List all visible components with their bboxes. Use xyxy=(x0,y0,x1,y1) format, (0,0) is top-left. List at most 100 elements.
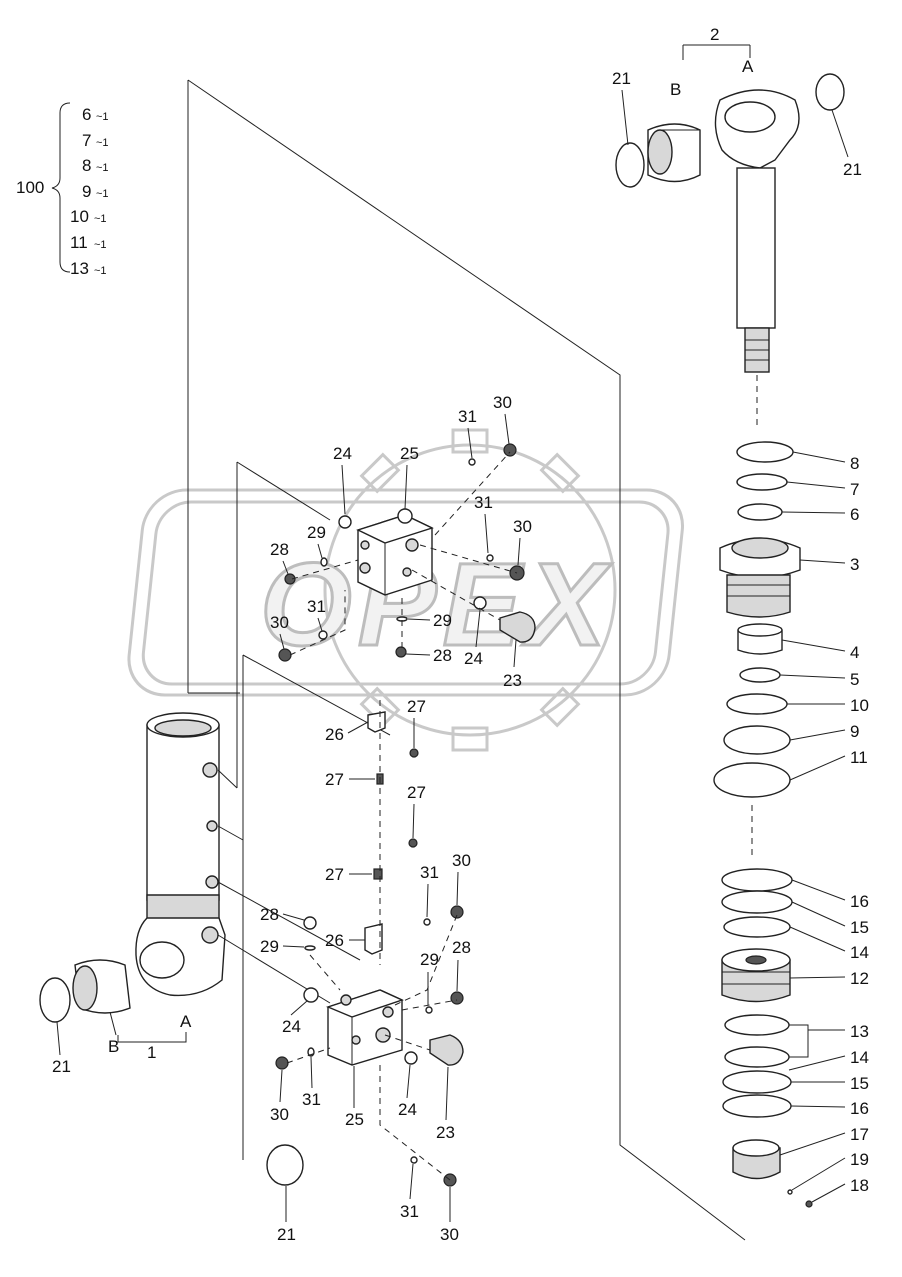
svg-text:30: 30 xyxy=(270,1105,289,1124)
svg-text:8: 8 xyxy=(82,156,91,175)
svg-text:15: 15 xyxy=(850,918,869,937)
svg-text:5: 5 xyxy=(850,670,859,689)
part-11-ring xyxy=(713,762,791,798)
part-13-ring-a xyxy=(724,1014,790,1036)
svg-text:30: 30 xyxy=(270,613,289,632)
tube-snap-ring xyxy=(39,977,71,1023)
watermark-frame-inner xyxy=(141,500,670,686)
svg-text:7: 7 xyxy=(82,131,91,150)
part-19-ball xyxy=(787,1189,793,1195)
part-12-piston xyxy=(721,948,791,1003)
svg-text:21: 21 xyxy=(52,1057,71,1076)
svg-text:8: 8 xyxy=(850,454,859,473)
svg-text:31: 31 xyxy=(458,407,477,426)
svg-text:31: 31 xyxy=(400,1202,419,1221)
tube-bushing xyxy=(72,959,131,1014)
svg-text:29: 29 xyxy=(420,950,439,969)
svg-text:31: 31 xyxy=(474,493,493,512)
rod-eye-bore xyxy=(724,101,776,133)
guide-line-lower xyxy=(242,654,391,1160)
part-14-ring-upper xyxy=(723,916,791,938)
tube-port-2 xyxy=(206,820,218,832)
svg-text:24: 24 xyxy=(333,444,352,463)
kit-item: 6 ~1 xyxy=(82,105,109,124)
kit-brace xyxy=(51,102,71,273)
rod-shaft xyxy=(736,167,776,329)
lower-block-fittings xyxy=(266,905,464,1187)
svg-text:~1: ~1 xyxy=(96,111,109,123)
svg-text:B: B xyxy=(108,1037,119,1056)
piston-rod xyxy=(714,89,800,373)
part-15-ring-upper xyxy=(721,890,793,914)
svg-text:~1: ~1 xyxy=(94,213,107,225)
kit-list: 100 6~1 7~1 8~1 9~1 10~1 11~1 13~1 xyxy=(16,102,109,278)
svg-text:14: 14 xyxy=(850,1048,869,1067)
part-16-ring-upper xyxy=(721,868,793,892)
svg-text:30: 30 xyxy=(440,1225,459,1244)
svg-text:10: 10 xyxy=(850,696,869,715)
part-7-ring xyxy=(736,473,788,491)
svg-text:26: 26 xyxy=(325,931,344,950)
kit-item: 11~1 xyxy=(70,233,107,252)
svg-text:10: 10 xyxy=(70,207,89,226)
svg-text:~1: ~1 xyxy=(96,188,109,200)
svg-text:21: 21 xyxy=(277,1225,296,1244)
label-rod-b: B xyxy=(670,80,681,99)
lower-block-labels: 31 30 28 29 26 29 28 24 30 31 25 24 23 3… xyxy=(260,851,471,1244)
svg-text:30: 30 xyxy=(452,851,471,870)
rod-snap-ring-left xyxy=(615,142,645,188)
svg-text:23: 23 xyxy=(503,671,522,690)
tube-body xyxy=(146,724,220,901)
svg-text:1: 1 xyxy=(147,1043,156,1062)
lower-block-flow-lines xyxy=(286,914,458,1181)
svg-text:A: A xyxy=(180,1012,192,1031)
part-15-ring-lower xyxy=(722,1070,792,1094)
svg-text:16: 16 xyxy=(850,1099,869,1118)
right-stack-labels: 8 7 6 3 4 5 10 9 11 16 15 14 12 13 14 15… xyxy=(779,451,869,1203)
tube-eye-bore xyxy=(139,941,185,979)
kit-item: 8 ~1 xyxy=(82,156,109,175)
rod-bushing xyxy=(647,123,701,183)
label-rod-a: A xyxy=(742,57,754,76)
part-17-nut xyxy=(732,1139,781,1180)
tube-port-1 xyxy=(202,762,218,778)
label-ring-21-top-right: 21 xyxy=(843,160,862,179)
kit-item: 10 ~1 xyxy=(70,207,107,226)
part-16-ring-lower xyxy=(722,1094,792,1118)
svg-text:31: 31 xyxy=(307,597,326,616)
kit-item: 7~1 xyxy=(82,131,109,150)
upper-block-flow-lines xyxy=(289,451,518,656)
svg-text:31: 31 xyxy=(420,863,439,882)
part-9-ring xyxy=(723,725,791,755)
svg-text:19: 19 xyxy=(850,1150,869,1169)
exploded-view-outline xyxy=(187,79,746,1241)
lower-snap-ring xyxy=(266,1144,304,1186)
svg-text:3: 3 xyxy=(850,555,859,574)
svg-text:13: 13 xyxy=(70,259,89,278)
svg-text:11: 11 xyxy=(70,233,88,252)
part-5-ring xyxy=(739,667,781,683)
svg-text:11: 11 xyxy=(850,748,868,767)
svg-text:6: 6 xyxy=(82,105,91,124)
svg-text:14: 14 xyxy=(850,943,869,962)
svg-text:9: 9 xyxy=(850,722,859,741)
kit-item: 9 ~1 xyxy=(82,182,109,201)
svg-text:4: 4 xyxy=(850,643,859,662)
upper-block-fittings xyxy=(278,443,536,662)
watermark-text: OPEX xyxy=(260,539,612,671)
bracket-labels: 27 26 27 27 27 xyxy=(325,697,426,884)
svg-text:7: 7 xyxy=(850,480,859,499)
cylinder-labels: 21 B A 1 xyxy=(52,1011,192,1076)
svg-text:29: 29 xyxy=(260,937,279,956)
svg-text:30: 30 xyxy=(513,517,532,536)
svg-text:25: 25 xyxy=(400,444,419,463)
lower-bracket xyxy=(364,838,418,955)
part-6-ring xyxy=(737,503,783,521)
part-3-gland xyxy=(719,537,801,618)
svg-text:27: 27 xyxy=(325,770,344,789)
svg-text:~1: ~1 xyxy=(96,162,109,174)
svg-text:9: 9 xyxy=(82,182,91,201)
part-18-screw xyxy=(805,1200,813,1208)
svg-text:17: 17 xyxy=(850,1125,869,1144)
